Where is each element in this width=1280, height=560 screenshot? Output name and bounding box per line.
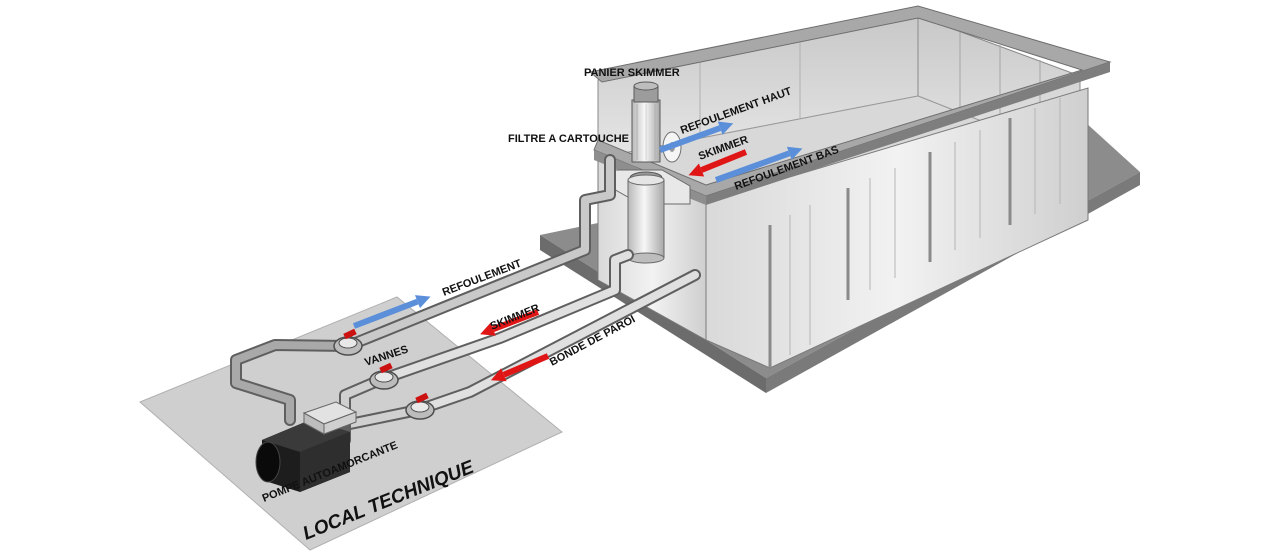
- valve-bonde-de-paroi: [405, 392, 435, 420]
- pipes: [230, 154, 701, 446]
- arrow-skimmer-top: [688, 149, 748, 177]
- valve-skimmer: [369, 362, 399, 390]
- arrow-refoulement-bas: [714, 146, 803, 183]
- arrow-refoulement: [352, 295, 431, 329]
- label-filtre-cartouche: FILTRE A CARTOUCHE: [508, 133, 629, 145]
- flow-arrows: [352, 121, 803, 382]
- arrow-bonde-de-paroi: [490, 353, 550, 382]
- self-priming-pump: [255, 401, 358, 492]
- valve-refoulement: [333, 328, 363, 356]
- arrow-refoulement-haut: [658, 121, 734, 153]
- skimmer-basket: [631, 81, 661, 163]
- pool-front-wall: [705, 87, 1089, 369]
- cartridge-filter: [627, 174, 665, 264]
- label-panier-skimmer: PANIER SKIMMER: [584, 67, 680, 79]
- arrow-skimmer: [480, 309, 540, 336]
